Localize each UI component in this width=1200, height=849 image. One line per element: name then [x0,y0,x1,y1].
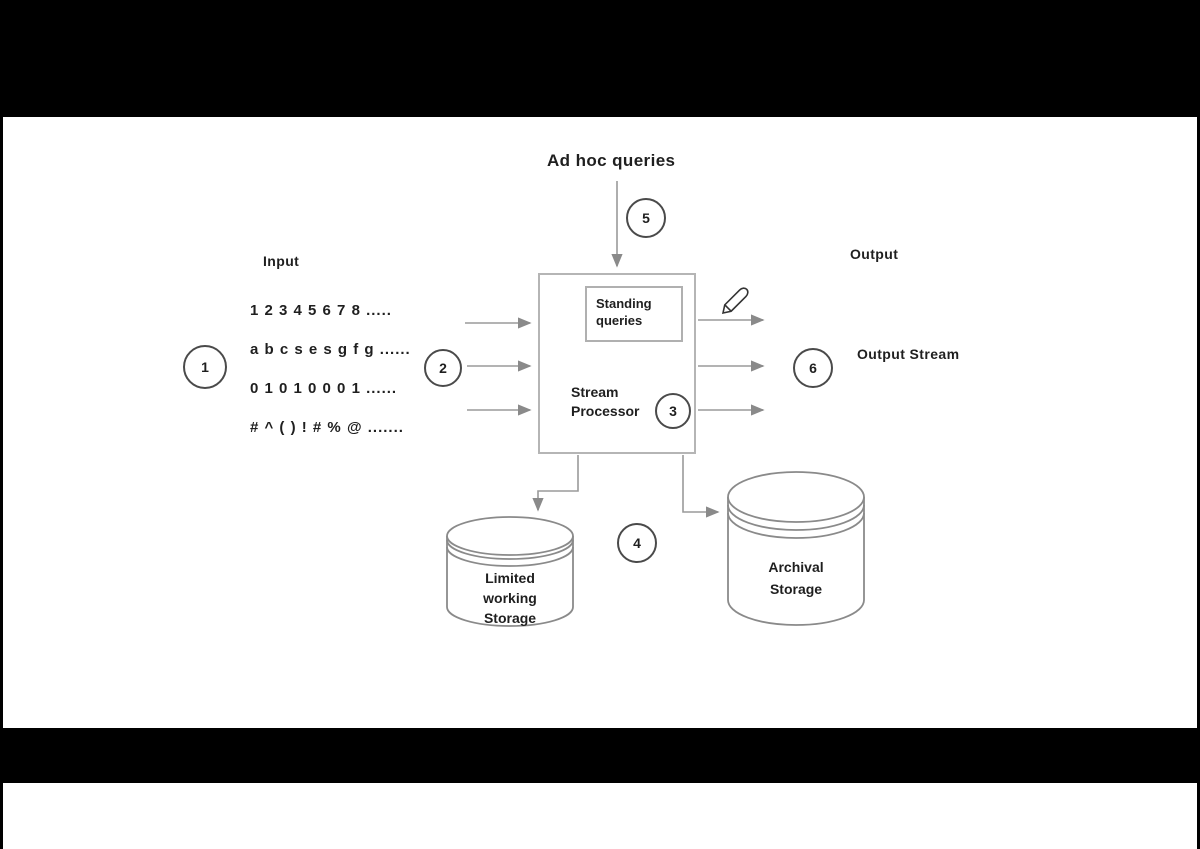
pencil-icon [721,287,749,315]
step-circle-5: 5 [626,198,666,238]
adhoc-queries-label: Ad hoc queries [547,151,676,170]
step-circle-2: 2 [424,349,462,387]
input-stream-line-1: 1 2 3 4 5 6 7 8 ..... [250,302,392,319]
connector-to-archival-storage [682,455,720,518]
input-stream-line-4: # ^ ( ) ! # % @ ....... [250,419,404,436]
step-circle-4: 4 [617,523,657,563]
working-storage-label-line2: working [483,590,537,606]
working-storage-label: Limited working Storage [447,568,573,628]
archival-storage-label-line2: Storage [769,581,823,597]
input-stream-line-3: 0 1 0 1 0 0 0 1 ...... [250,380,398,397]
working-storage-label-line1: Limited [485,570,535,586]
archival-storage-label-line1: Archival [768,559,824,575]
archival-storage-label: Archival Storage [728,556,864,600]
stream-processor-label: Stream Processor [571,383,639,421]
letterbox-top-bar [0,0,1200,117]
stream-processor-label-line1: Stream [571,384,619,400]
stream-processor-label-line2: Processor [571,403,640,419]
step-circle-1: 1 [183,345,227,389]
step-circle-6: 6 [793,348,833,388]
frame-left-border [0,0,3,849]
letterbox-bottom-bar [0,728,1200,783]
input-label: Input [263,253,300,269]
standing-queries-box: Standing queries [585,286,683,342]
step-circle-3: 3 [655,393,691,429]
working-storage-cylinder [446,516,574,627]
input-stream-line-2: a b c s e s g f g ...... [250,341,411,358]
connector-to-working-storage [532,455,579,512]
frame-right-border [1197,0,1200,849]
archival-storage-cylinder [727,471,865,626]
working-storage-label-line3: Storage [483,610,537,626]
output-label: Output [850,246,899,262]
output-stream-label: Output Stream [857,346,960,362]
